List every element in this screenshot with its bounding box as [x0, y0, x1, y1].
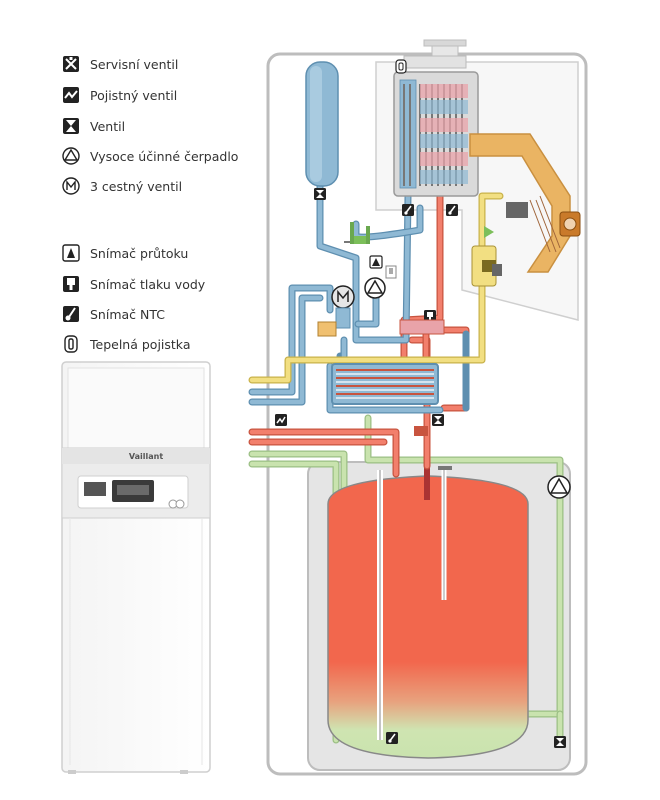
dhw-mixing-valve: [414, 426, 428, 436]
legend-item-service-valve: Servisní ventil: [62, 54, 178, 74]
air-duct: [469, 133, 571, 273]
plate-heat-exchanger: [331, 363, 439, 405]
legend-item-thermal-fuse: Tepelná pojistka: [62, 334, 190, 354]
three-way-valve-body: [317, 307, 351, 337]
thermal-fuse-icon-top: [395, 59, 407, 74]
legend-item-valve: Ventil: [62, 116, 125, 136]
safety-valve-main-icon: [275, 414, 287, 426]
pressure-sensor-flow-icon: [424, 310, 436, 322]
legend-item-flow-sensor: Snímač průtoku: [62, 243, 188, 263]
heating-return-pipes: [248, 182, 470, 414]
appliance-illustration: Vaillant: [61, 361, 211, 774]
legend-item-ntc-sensor: Snímač NTC: [62, 304, 165, 324]
safety-valve-icon: [63, 87, 79, 103]
pump-main-icon: [364, 277, 386, 299]
bypass-block: [399, 319, 445, 335]
gas-pipe: [248, 192, 504, 384]
expansion-vessel: [305, 61, 339, 187]
controller-display: [84, 482, 106, 496]
legend-item-pump: Vysoce účinné čerpadlo: [62, 146, 238, 166]
vessel-valve-icon: [314, 188, 326, 200]
drain-valve-icon: [554, 736, 566, 748]
three-way-valve-main-icon: [331, 285, 355, 309]
main-heat-exchanger: [393, 55, 581, 273]
burner-fan: [506, 202, 528, 218]
gas-valve-flow-icon: [484, 226, 494, 238]
service-valve-icon: [63, 56, 79, 72]
thermal-fuse-icon: [64, 335, 78, 353]
ntc-sensor-flow-icon: [446, 204, 458, 216]
legend-item-three-way-valve: 3 cestný ventil: [62, 176, 182, 196]
legend-item-safety-valve: Pojistný ventil: [62, 85, 177, 105]
condensate-trap: [344, 222, 370, 244]
flow-sensor-icon: [62, 244, 80, 262]
pressure-sensor-icon-main: [385, 265, 397, 279]
ntc-sensor-icon: [63, 306, 79, 322]
three-way-valve-icon: [62, 177, 80, 195]
flow-sensor-icon-main: [369, 255, 383, 269]
brand-logo: Vaillant: [129, 452, 163, 461]
filling-valve: [317, 321, 337, 337]
legend-item-pressure-sensor: Snímač tlaku vody: [62, 274, 205, 294]
tank-ntc-sensor-icon: [386, 732, 398, 744]
ntc-sensor-return-icon: [402, 204, 414, 216]
circulation-pump-icon: [547, 475, 571, 499]
pressure-sensor-icon: [63, 276, 79, 292]
dhw-valve-icon: [432, 414, 444, 426]
dhw-outlet-pipe: [424, 466, 430, 500]
valve-icon: [63, 118, 79, 134]
pump-icon: [62, 147, 80, 165]
storage-tank: [327, 466, 529, 759]
